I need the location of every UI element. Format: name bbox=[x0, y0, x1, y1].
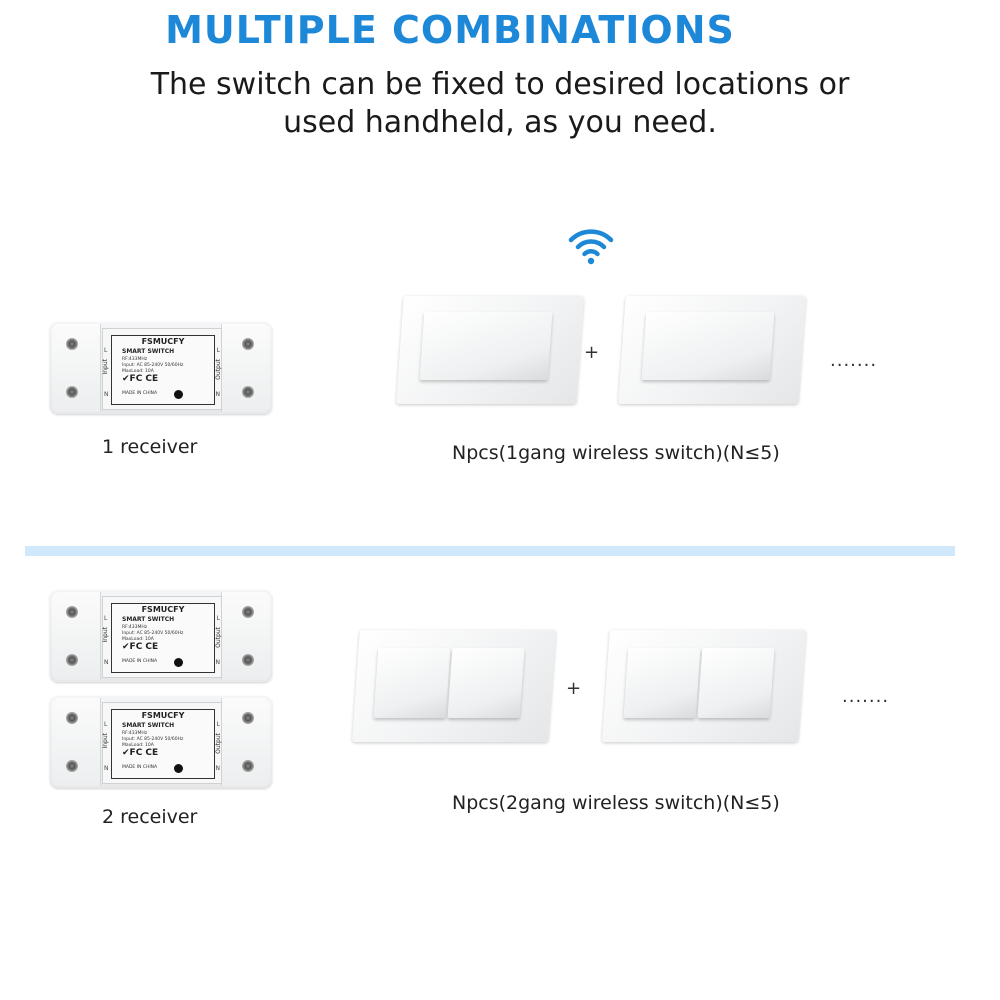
section-divider bbox=[25, 546, 955, 556]
page-subtitle: The switch can be fixed to desired locat… bbox=[0, 66, 1000, 142]
receiver-count-label: 2 receiver bbox=[102, 806, 198, 828]
terminal-l-label: L bbox=[104, 615, 108, 622]
subtitle-line-2: used handheld, as you need. bbox=[283, 105, 717, 140]
receiver-device: FSMUCFY SMART SWITCH RF:433MHz Input: AC… bbox=[50, 696, 272, 788]
receiver-made-in: MADE IN CHINA bbox=[122, 391, 158, 396]
certification-marks: ✔FC CE bbox=[122, 374, 159, 384]
terminal-n-label: N bbox=[104, 391, 109, 398]
subtitle-line-1: The switch can be fixed to desired locat… bbox=[150, 67, 850, 102]
receiver-maxload: MaxLoad: 10A bbox=[122, 743, 154, 748]
terminal-n-label: N bbox=[215, 391, 221, 398]
terminal-l-label: L bbox=[104, 721, 108, 728]
certification-marks: ✔FC CE bbox=[122, 642, 159, 652]
receiver-rf: RF:433MHz bbox=[122, 625, 148, 630]
receiver-brand: FSMUCFY bbox=[141, 337, 185, 346]
terminal-n-label: N bbox=[104, 765, 109, 772]
switch-count-label: Npcs(2gang wireless switch)(N≤5) bbox=[452, 792, 780, 814]
receiver-model: SMART SWITCH bbox=[122, 616, 175, 623]
page-title: MULTIPLE COMBINATIONS bbox=[165, 8, 735, 52]
output-side-label: Output bbox=[215, 733, 222, 754]
wireless-switch-1gang bbox=[618, 296, 806, 404]
pairing-button bbox=[174, 390, 183, 399]
receiver-rf: RF:433MHz bbox=[122, 731, 148, 736]
receiver-input-spec: Input: AC 85-240V 50/60Hz bbox=[122, 363, 184, 368]
receiver-count-label: 1 receiver bbox=[102, 436, 198, 458]
receiver-model: SMART SWITCH bbox=[122, 348, 175, 355]
receiver-maxload: MaxLoad: 10A bbox=[122, 369, 154, 374]
terminal-n-label: N bbox=[215, 765, 221, 772]
ellipsis: ....... bbox=[830, 350, 878, 371]
receiver-made-in: MADE IN CHINA bbox=[122, 765, 158, 770]
switch-count-label: Npcs(1gang wireless switch)(N≤5) bbox=[452, 442, 780, 464]
receiver-maxload: MaxLoad: 10A bbox=[122, 637, 154, 642]
input-side-label: Input bbox=[102, 359, 109, 375]
receiver-device: FSMUCFY SMART SWITCH RF:433MHz Input: AC… bbox=[50, 590, 272, 682]
terminal-l-label: L bbox=[216, 347, 220, 354]
terminal-l-label: L bbox=[216, 721, 220, 728]
receiver-brand: FSMUCFY bbox=[141, 605, 185, 614]
output-side-label: Output bbox=[215, 359, 222, 380]
receiver-input-spec: Input: AC 85-240V 50/60Hz bbox=[122, 737, 184, 742]
input-side-label: Input bbox=[102, 627, 109, 643]
wireless-switch-1gang bbox=[396, 296, 584, 404]
terminal-l-label: L bbox=[216, 615, 220, 622]
output-side-label: Output bbox=[215, 627, 222, 648]
receiver-made-in: MADE IN CHINA bbox=[122, 659, 158, 664]
pairing-button bbox=[174, 658, 183, 667]
wireless-switch-2gang bbox=[352, 630, 556, 742]
certification-marks: ✔FC CE bbox=[122, 748, 159, 758]
receiver-brand: FSMUCFY bbox=[141, 711, 185, 720]
receiver-device: FSMUCFY SMART SWITCH RF:433MHz Input: AC… bbox=[50, 322, 272, 414]
plus-sign: + bbox=[584, 342, 600, 363]
plus-sign: + bbox=[566, 678, 582, 699]
wifi-icon bbox=[568, 229, 614, 265]
terminal-l-label: L bbox=[104, 347, 108, 354]
receiver-input-spec: Input: AC 85-240V 50/60Hz bbox=[122, 631, 184, 636]
terminal-n-label: N bbox=[215, 659, 221, 666]
receiver-model: SMART SWITCH bbox=[122, 722, 175, 729]
input-side-label: Input bbox=[102, 733, 109, 749]
terminal-n-label: N bbox=[104, 659, 109, 666]
receiver-rf: RF:433MHz bbox=[122, 357, 148, 362]
pairing-button bbox=[174, 764, 183, 773]
wireless-switch-2gang bbox=[602, 630, 806, 742]
ellipsis: ....... bbox=[842, 686, 890, 707]
